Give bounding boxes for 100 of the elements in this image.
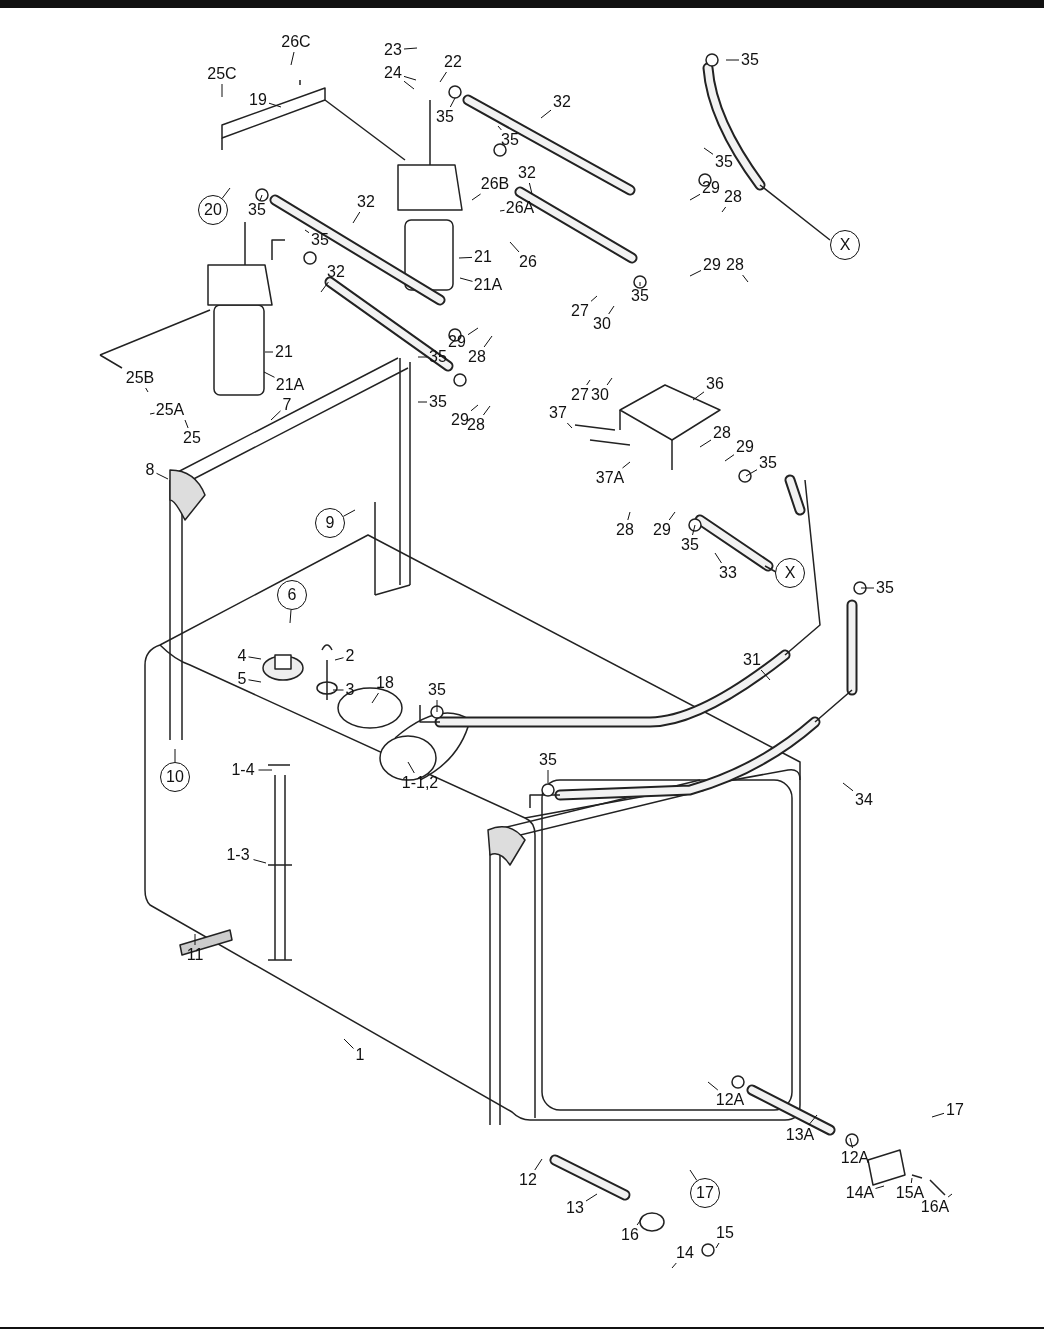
leader-line [352,211,361,224]
leader-line [436,699,438,713]
callout-number: 29 [734,437,756,457]
callout-number: 14 [674,1243,696,1263]
leader-line [342,509,356,517]
callout-number: 24 [382,63,404,83]
leader-line [547,769,549,784]
callout-number: 15 [714,1223,736,1243]
callout-number: 30 [591,314,613,334]
callout-number: 32 [355,192,377,212]
callout-number: 22 [442,52,464,72]
callout-number: 12A [714,1090,746,1110]
callout-number: 7 [280,395,294,415]
leader-line [407,761,415,774]
leader-line [458,256,473,259]
callout-number: 21 [273,342,295,362]
callout-number: 30 [589,385,611,405]
leader-line [808,1114,818,1126]
leader-line [268,102,282,108]
leader-line [304,229,310,234]
leader-line [289,609,292,624]
callout-number: 29 [651,520,673,540]
leader-line [742,274,749,283]
leader-line [248,679,262,683]
leader-line [590,295,598,302]
callout-number: 35 [537,750,559,770]
callout-number: 5 [235,669,249,689]
leader-line [689,270,702,277]
callout-number: 37A [594,468,626,488]
leader-line [860,587,875,589]
callout-number: 35 [874,578,896,598]
leader-line [947,1193,953,1198]
callout-number: 28 [466,347,488,367]
leader-line [703,147,714,155]
leader-line [470,404,479,412]
callout-number: 35 [679,535,701,555]
callout-number: 29 [701,255,723,275]
callout-number: 12 [517,1170,539,1190]
circled-callout: 9 [315,508,345,538]
callout-number: 21 [472,247,494,267]
leader-line [671,1262,677,1269]
leader-line [320,281,329,293]
callout-number: 25 [181,428,203,448]
callout-number: 35 [629,286,651,306]
leader-line [253,859,267,864]
leader-line [248,656,262,660]
leader-line [721,206,727,213]
callout-number: 19 [247,90,269,110]
callout-number: 34 [853,790,875,810]
leader-line [221,83,223,98]
callout-number: 26 [517,252,539,272]
leader-line [668,511,676,521]
leader-line [417,356,428,358]
leader-line [910,1177,913,1184]
callout-number: 28 [614,520,636,540]
leader-line [689,193,701,201]
callout-number: 28 [722,187,744,207]
leader-line [145,387,149,393]
leader-line [174,748,176,763]
leader-line [849,1137,853,1149]
leader-line [875,1185,885,1189]
callout-number: 1-1,2 [395,773,445,793]
leader-line [699,439,712,448]
leader-line [334,657,344,661]
leader-line [689,1169,698,1181]
leader-line [403,47,418,50]
leader-line [636,1217,643,1226]
leader-line [528,182,533,195]
callout-number: 25C [206,64,238,84]
leader-line [156,472,169,480]
leader-line [499,209,505,212]
callout-number: 35 [426,680,448,700]
callout-number: 26B [479,174,511,194]
callout-number: 35 [309,230,331,250]
circled-callout: X [830,230,860,260]
callout-number: 4 [235,646,249,666]
leader-line [263,371,275,378]
leader-line [439,71,447,83]
leader-line [608,305,615,315]
callout-number: 21A [274,375,306,395]
callout-number: 12A [839,1148,871,1168]
callout-number: 1-3 [222,845,254,865]
callout-number: 35 [434,107,456,127]
leader-line [221,187,231,199]
callout-number: 35 [757,453,779,473]
leader-line [482,405,491,416]
leader-line [149,412,155,415]
leader-line [417,401,428,403]
callout-number: 11 [184,945,206,965]
leader-line [724,454,735,462]
leader-line [467,327,479,336]
callout-number: 27 [569,385,591,405]
leader-line [692,391,705,401]
callout-number: 35 [713,152,735,172]
leader-line [585,1193,598,1202]
leader-line [842,782,854,792]
callout-number: 18 [374,673,396,693]
callout-number: 8 [143,460,157,480]
leader-line [270,410,281,421]
leader-line [343,1038,354,1049]
